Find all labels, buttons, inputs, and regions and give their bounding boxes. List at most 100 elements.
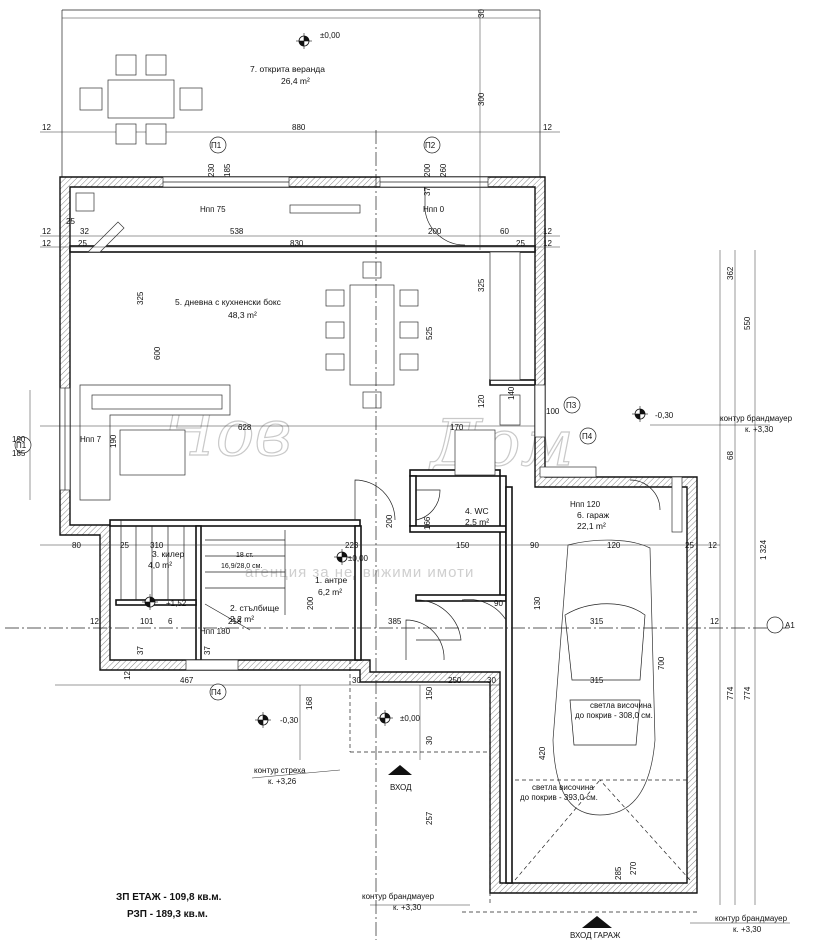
dimension-texts: 880 538 830 200 60 12 12 12 12 12 12 25 … [12,9,768,880]
dim-120-a: 120 [477,394,486,408]
firewall-level-1: к. +3,30 [745,425,774,434]
room-garage-name: 6. гараж [577,510,610,520]
level-entrance: ±0,00 [348,554,369,563]
dim-270: 270 [629,861,638,875]
level-veranda: ±0,00 [320,31,341,40]
dim-830: 830 [290,239,304,248]
dim-300: 300 [477,92,486,106]
stairs-size: 16,9/28,0 см. [221,563,262,570]
dim-32: 32 [80,227,89,236]
dim-774-b: 774 [743,686,752,700]
car-outline [514,539,691,881]
dim-101: 101 [140,617,154,626]
entry-arrows [388,765,612,928]
room-garage-area: 22,1 m² [577,521,606,531]
dim-68: 68 [726,451,735,460]
dim-200-a: 200 [428,227,442,236]
living-furniture [75,192,419,501]
dim-257: 257 [425,811,434,825]
summary-total-area: РЗП - 189,3 кв.м. [127,909,208,920]
opening-p1-left: П1 [16,441,27,450]
doors [354,187,661,661]
opening-p3: П3 [566,401,577,410]
veranda-dining-set [79,54,203,145]
dim-467: 467 [180,676,194,685]
dim-200-d: 200 [423,163,432,177]
dim-218: 218 [228,617,242,626]
dim-90-b: 90 [494,599,503,608]
dim-315-a: 315 [590,617,604,626]
garage-entry-label: ВХОД ГАРАЖ [570,931,621,940]
dim-60: 60 [500,227,509,236]
axis-label-a1: A1 [785,621,795,630]
eaves-level: к. +3,26 [268,777,297,786]
dim-420: 420 [538,746,547,760]
dim-12-g: 12 [708,541,717,550]
dim-6: 6 [168,617,173,626]
room-living-name: 5. дневна с кухненски бокс [175,297,282,307]
opening-p2: П2 [425,141,436,150]
firewall-label-2: контур брандмауер [362,892,435,901]
dim-12-c: 12 [42,227,51,236]
dim-150-a: 150 [425,686,434,700]
level-garage-out: -0,30 [655,411,674,420]
dim-25-a: 25 [66,217,75,226]
dim-100-a: 100 [546,407,560,416]
dim-90-a: 90 [530,541,539,550]
dim-628: 628 [238,423,252,432]
dim-185-b: 185 [223,163,232,177]
dim-37-a: 37 [136,646,145,655]
dim-700: 700 [657,656,666,670]
room-wc-area: 2,5 m² [465,517,489,527]
dim-25-d: 25 [120,541,129,550]
dim-166: 166 [423,516,432,530]
dim-600: 600 [153,346,162,360]
annotations: контур брандмауер к. +3,30 контур стреха… [254,414,793,940]
opening-npp180: Нпп 180 [200,627,231,636]
dim-538: 538 [230,227,244,236]
opening-p1-top: П1 [211,141,222,150]
opening-npp7: Нпп 7 [80,435,102,444]
dim-140: 140 [507,386,516,400]
opening-npp120: Нпп 120 [570,500,601,509]
dim-230: 230 [207,163,216,177]
opening-npp0: Нпп 0 [423,205,445,214]
level-porch: ±0,00 [400,714,421,723]
dimension-lines [29,10,756,905]
dim-25-b: 25 [78,239,87,248]
firewall-level-3: к. +3,30 [733,925,762,934]
room-veranda-name: 7. открита веранда [250,64,325,74]
dim-30-d: 30 [425,736,434,745]
firewall-label-1: контур брандмауер [720,414,793,423]
stairs-note: 18 ст. [236,552,254,559]
room-labels: 7. открита веранда 26,4 m² 5. дневна с к… [148,64,610,624]
level-outside-sw: -0,30 [280,716,299,725]
room-entrance-area: 6,2 m² [318,587,342,597]
clear-height-label-2: светла височина [532,783,594,792]
dim-12-f: 12 [543,239,552,248]
dim-200-c: 200 [385,514,394,528]
dim-774-a: 774 [726,686,735,700]
summary-built-area: ЗП ЕТАЖ - 109,8 кв.м. [116,892,222,903]
dim-12-j: 12 [123,671,132,680]
room-pantry-name: 3. килер [152,549,185,559]
dim-362: 362 [726,266,735,280]
dim-12-h: 12 [90,617,99,626]
room-pantry-area: 4,0 m² [148,560,172,570]
windows [59,176,683,671]
opening-p4-bottom: П4 [211,688,222,697]
dim-325-b: 325 [477,278,486,292]
dim-30-c: 30 [487,676,496,685]
dim-12-a: 12 [42,123,51,132]
dim-285: 285 [614,866,623,880]
dim-310: 310 [150,541,164,550]
firewall-label-3: контур брандмауер [715,914,788,923]
room-veranda-area: 26,4 m² [281,76,310,86]
level-labels: ±0,00 ±0,00 ±0,00 -0,30 -0,30 +1,52 [166,31,674,725]
dim-150-b: 150 [456,541,470,550]
dim-200-b: 200 [306,596,315,610]
opening-npp75: Нпп 75 [200,205,226,214]
dim-12-e: 12 [42,239,51,248]
dim-223: 223 [345,541,359,550]
